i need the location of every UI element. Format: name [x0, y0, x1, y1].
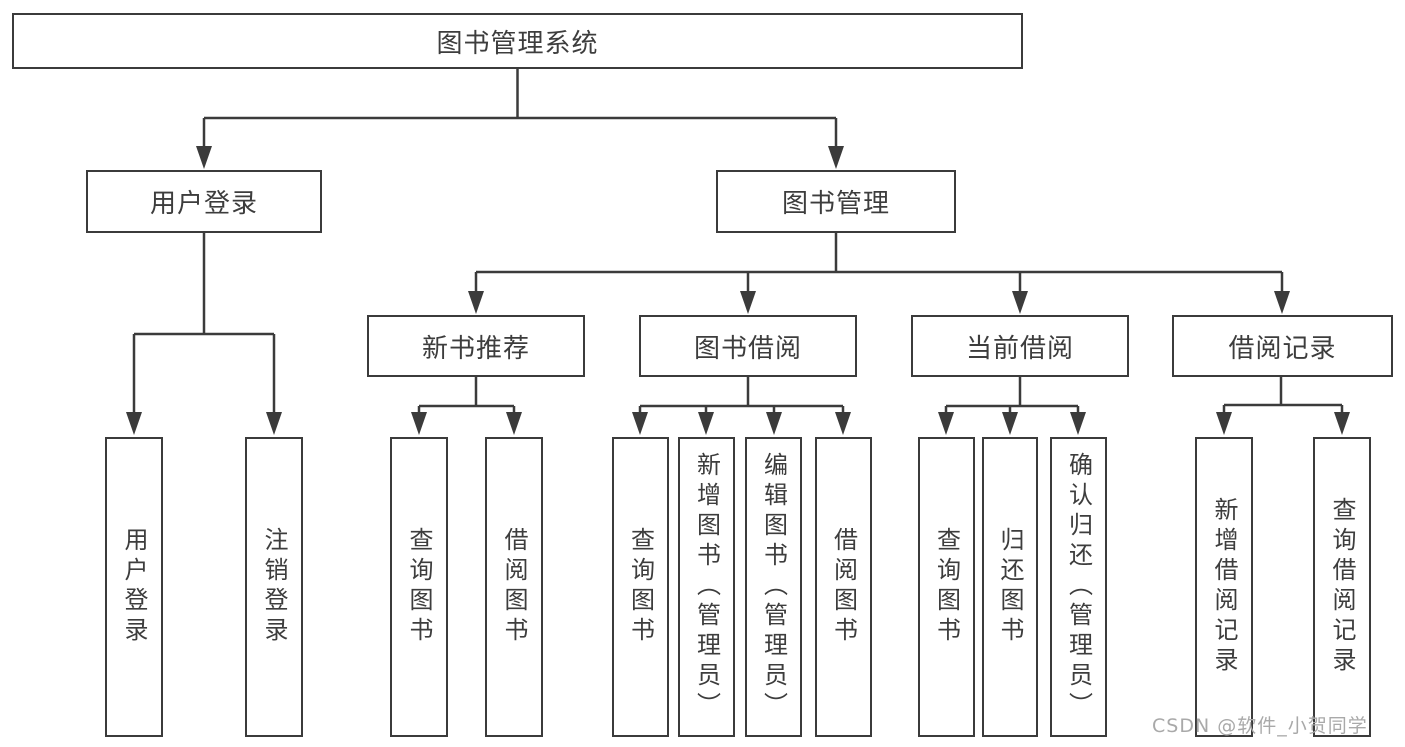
- arrowheads-level3: [468, 291, 1290, 314]
- leaf-label: 归还图书: [996, 527, 1024, 647]
- node-borrowing-records: 借阅记录: [1172, 315, 1393, 377]
- connector-borrow-record-subtree: [1222, 377, 1344, 414]
- node-leaf-add-books-admin: 新增图书（管理员）: [678, 437, 735, 737]
- node-leaf-confirm-return-admin: 确认归还（管理员）: [1050, 437, 1107, 737]
- node-book-borrowing: 图书借阅: [639, 315, 857, 377]
- connector-root-to-level2: [202, 69, 838, 148]
- leaf-label: 查询图书: [626, 527, 655, 647]
- node-leaf-add-borrow-record: 新增借阅记录: [1195, 437, 1253, 737]
- node-leaf-query-books-2: 查询图书: [612, 437, 669, 737]
- leaf-label: 查询图书: [932, 527, 961, 647]
- connector-new-book-subtree: [417, 377, 516, 414]
- connector-book-borrow-subtree: [638, 377, 845, 414]
- node-current-borrowing: 当前借阅: [911, 315, 1129, 377]
- arrowheads-leaves: [126, 412, 1350, 435]
- connector-user-login-subtree: [132, 233, 276, 414]
- leaf-label: 查询借阅记录: [1328, 497, 1356, 677]
- leaf-label: 用户登录: [120, 527, 148, 647]
- leaf-label: 借阅图书: [829, 527, 858, 647]
- leaf-label: 借阅图书: [500, 527, 528, 647]
- leaf-label: 编辑图书（管理员）: [759, 452, 788, 722]
- node-leaf-borrow-books-1: 借阅图书: [485, 437, 543, 737]
- connector-current-borrow-subtree: [944, 377, 1080, 414]
- leaf-label: 查询图书: [405, 527, 433, 647]
- leaf-label: 新增图书（管理员）: [692, 452, 721, 722]
- arrowheads-level2: [196, 146, 844, 169]
- node-leaf-query-borrow-record: 查询借阅记录: [1313, 437, 1371, 737]
- connector-book-mgmt-to-level3: [474, 233, 1284, 293]
- node-user-login: 用户登录: [86, 170, 322, 233]
- csdn-watermark: CSDN @软件_小贺同学: [1152, 715, 1368, 737]
- node-leaf-logout: 注销登录: [245, 437, 303, 737]
- node-leaf-return-books: 归还图书: [982, 437, 1038, 737]
- node-leaf-edit-books-admin: 编辑图书（管理员）: [745, 437, 802, 737]
- node-leaf-query-books-1: 查询图书: [390, 437, 448, 737]
- node-leaf-borrow-books-2: 借阅图书: [815, 437, 872, 737]
- leaf-label: 确认归还（管理员）: [1064, 452, 1093, 722]
- leaf-label: 注销登录: [260, 527, 288, 647]
- node-new-book-recommend: 新书推荐: [367, 315, 585, 377]
- node-book-management: 图书管理: [716, 170, 956, 233]
- leaf-label: 新增借阅记录: [1210, 497, 1238, 677]
- node-leaf-user-login: 用户登录: [105, 437, 163, 737]
- node-leaf-query-books-3: 查询图书: [918, 437, 975, 737]
- node-library-system: 图书管理系统: [12, 13, 1023, 69]
